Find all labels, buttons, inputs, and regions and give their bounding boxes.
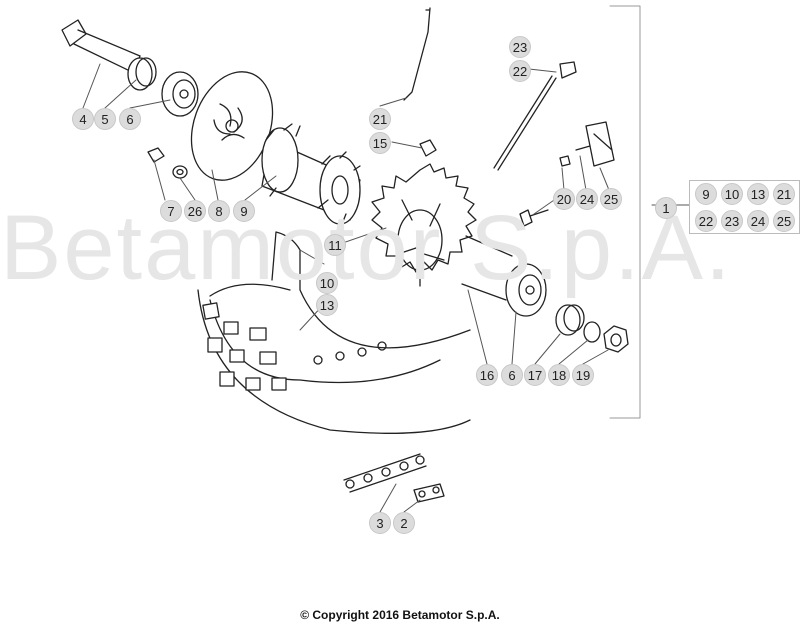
sprocket-bolt-part — [519, 209, 549, 227]
callout-22[interactable]: 22 — [509, 60, 531, 82]
callout-23[interactable]: 23 — [509, 36, 531, 58]
callout-8[interactable]: 8 — [208, 200, 230, 222]
kit-callout-9[interactable]: 9 — [695, 183, 717, 205]
sprocket-part — [371, 163, 477, 287]
axle-nut-part — [603, 325, 629, 353]
callout-7[interactable]: 7 — [160, 200, 182, 222]
spoke-part — [403, 7, 431, 101]
long-spoke-part — [493, 61, 577, 171]
callout-20[interactable]: 20 — [553, 188, 575, 210]
callout-19[interactable]: 19 — [572, 364, 594, 386]
callout-3[interactable]: 3 — [369, 512, 391, 534]
kit-callout-25[interactable]: 25 — [773, 210, 795, 232]
callout-6-right[interactable]: 6 — [501, 364, 523, 386]
callout-24[interactable]: 24 — [576, 188, 598, 210]
callout-5[interactable]: 5 — [94, 108, 116, 130]
nipple-part — [419, 139, 437, 157]
axle-part — [61, 19, 141, 73]
chain-part — [343, 453, 427, 493]
leader-lines — [82, 63, 691, 513]
hub-part — [261, 123, 361, 225]
callout-4[interactable]: 4 — [72, 108, 94, 130]
kit-callout-24[interactable]: 24 — [747, 210, 769, 232]
callout-13[interactable]: 13 — [316, 294, 338, 316]
kit-callout-10[interactable]: 10 — [721, 183, 743, 205]
brake-disc-part — [190, 71, 274, 181]
kit-callout-22[interactable]: 22 — [695, 210, 717, 232]
callout-11[interactable]: 11 — [324, 234, 346, 256]
callout-6-left[interactable]: 6 — [119, 108, 141, 130]
bearing-left-part — [161, 71, 199, 117]
kit-callout-23[interactable]: 23 — [721, 210, 743, 232]
spacer-part — [127, 57, 157, 91]
assembly-bracket — [609, 5, 641, 419]
callout-10[interactable]: 10 — [316, 272, 338, 294]
callout-18[interactable]: 18 — [548, 364, 570, 386]
rim-lock-part — [559, 121, 615, 167]
right-spacer-part — [555, 304, 585, 336]
callout-25[interactable]: 25 — [600, 188, 622, 210]
bolt-washer-part — [147, 147, 188, 179]
callout-16[interactable]: 16 — [476, 364, 498, 386]
washer-part — [583, 321, 601, 343]
callout-9[interactable]: 9 — [233, 200, 255, 222]
bearing-right-part — [505, 263, 547, 317]
chain-link-part — [413, 483, 445, 503]
callout-21[interactable]: 21 — [369, 108, 391, 130]
shaft-spacer-part — [461, 235, 513, 301]
callout-1[interactable]: 1 — [655, 197, 677, 219]
callout-17[interactable]: 17 — [524, 364, 546, 386]
callout-15[interactable]: 15 — [369, 132, 391, 154]
copyright-text: © Copyright 2016 Betamotor S.p.A. — [300, 608, 500, 622]
callout-26[interactable]: 26 — [184, 200, 206, 222]
tire-part — [197, 283, 471, 434]
callout-2[interactable]: 2 — [393, 512, 415, 534]
kit-callout-21[interactable]: 21 — [773, 183, 795, 205]
kit-callout-13[interactable]: 13 — [747, 183, 769, 205]
